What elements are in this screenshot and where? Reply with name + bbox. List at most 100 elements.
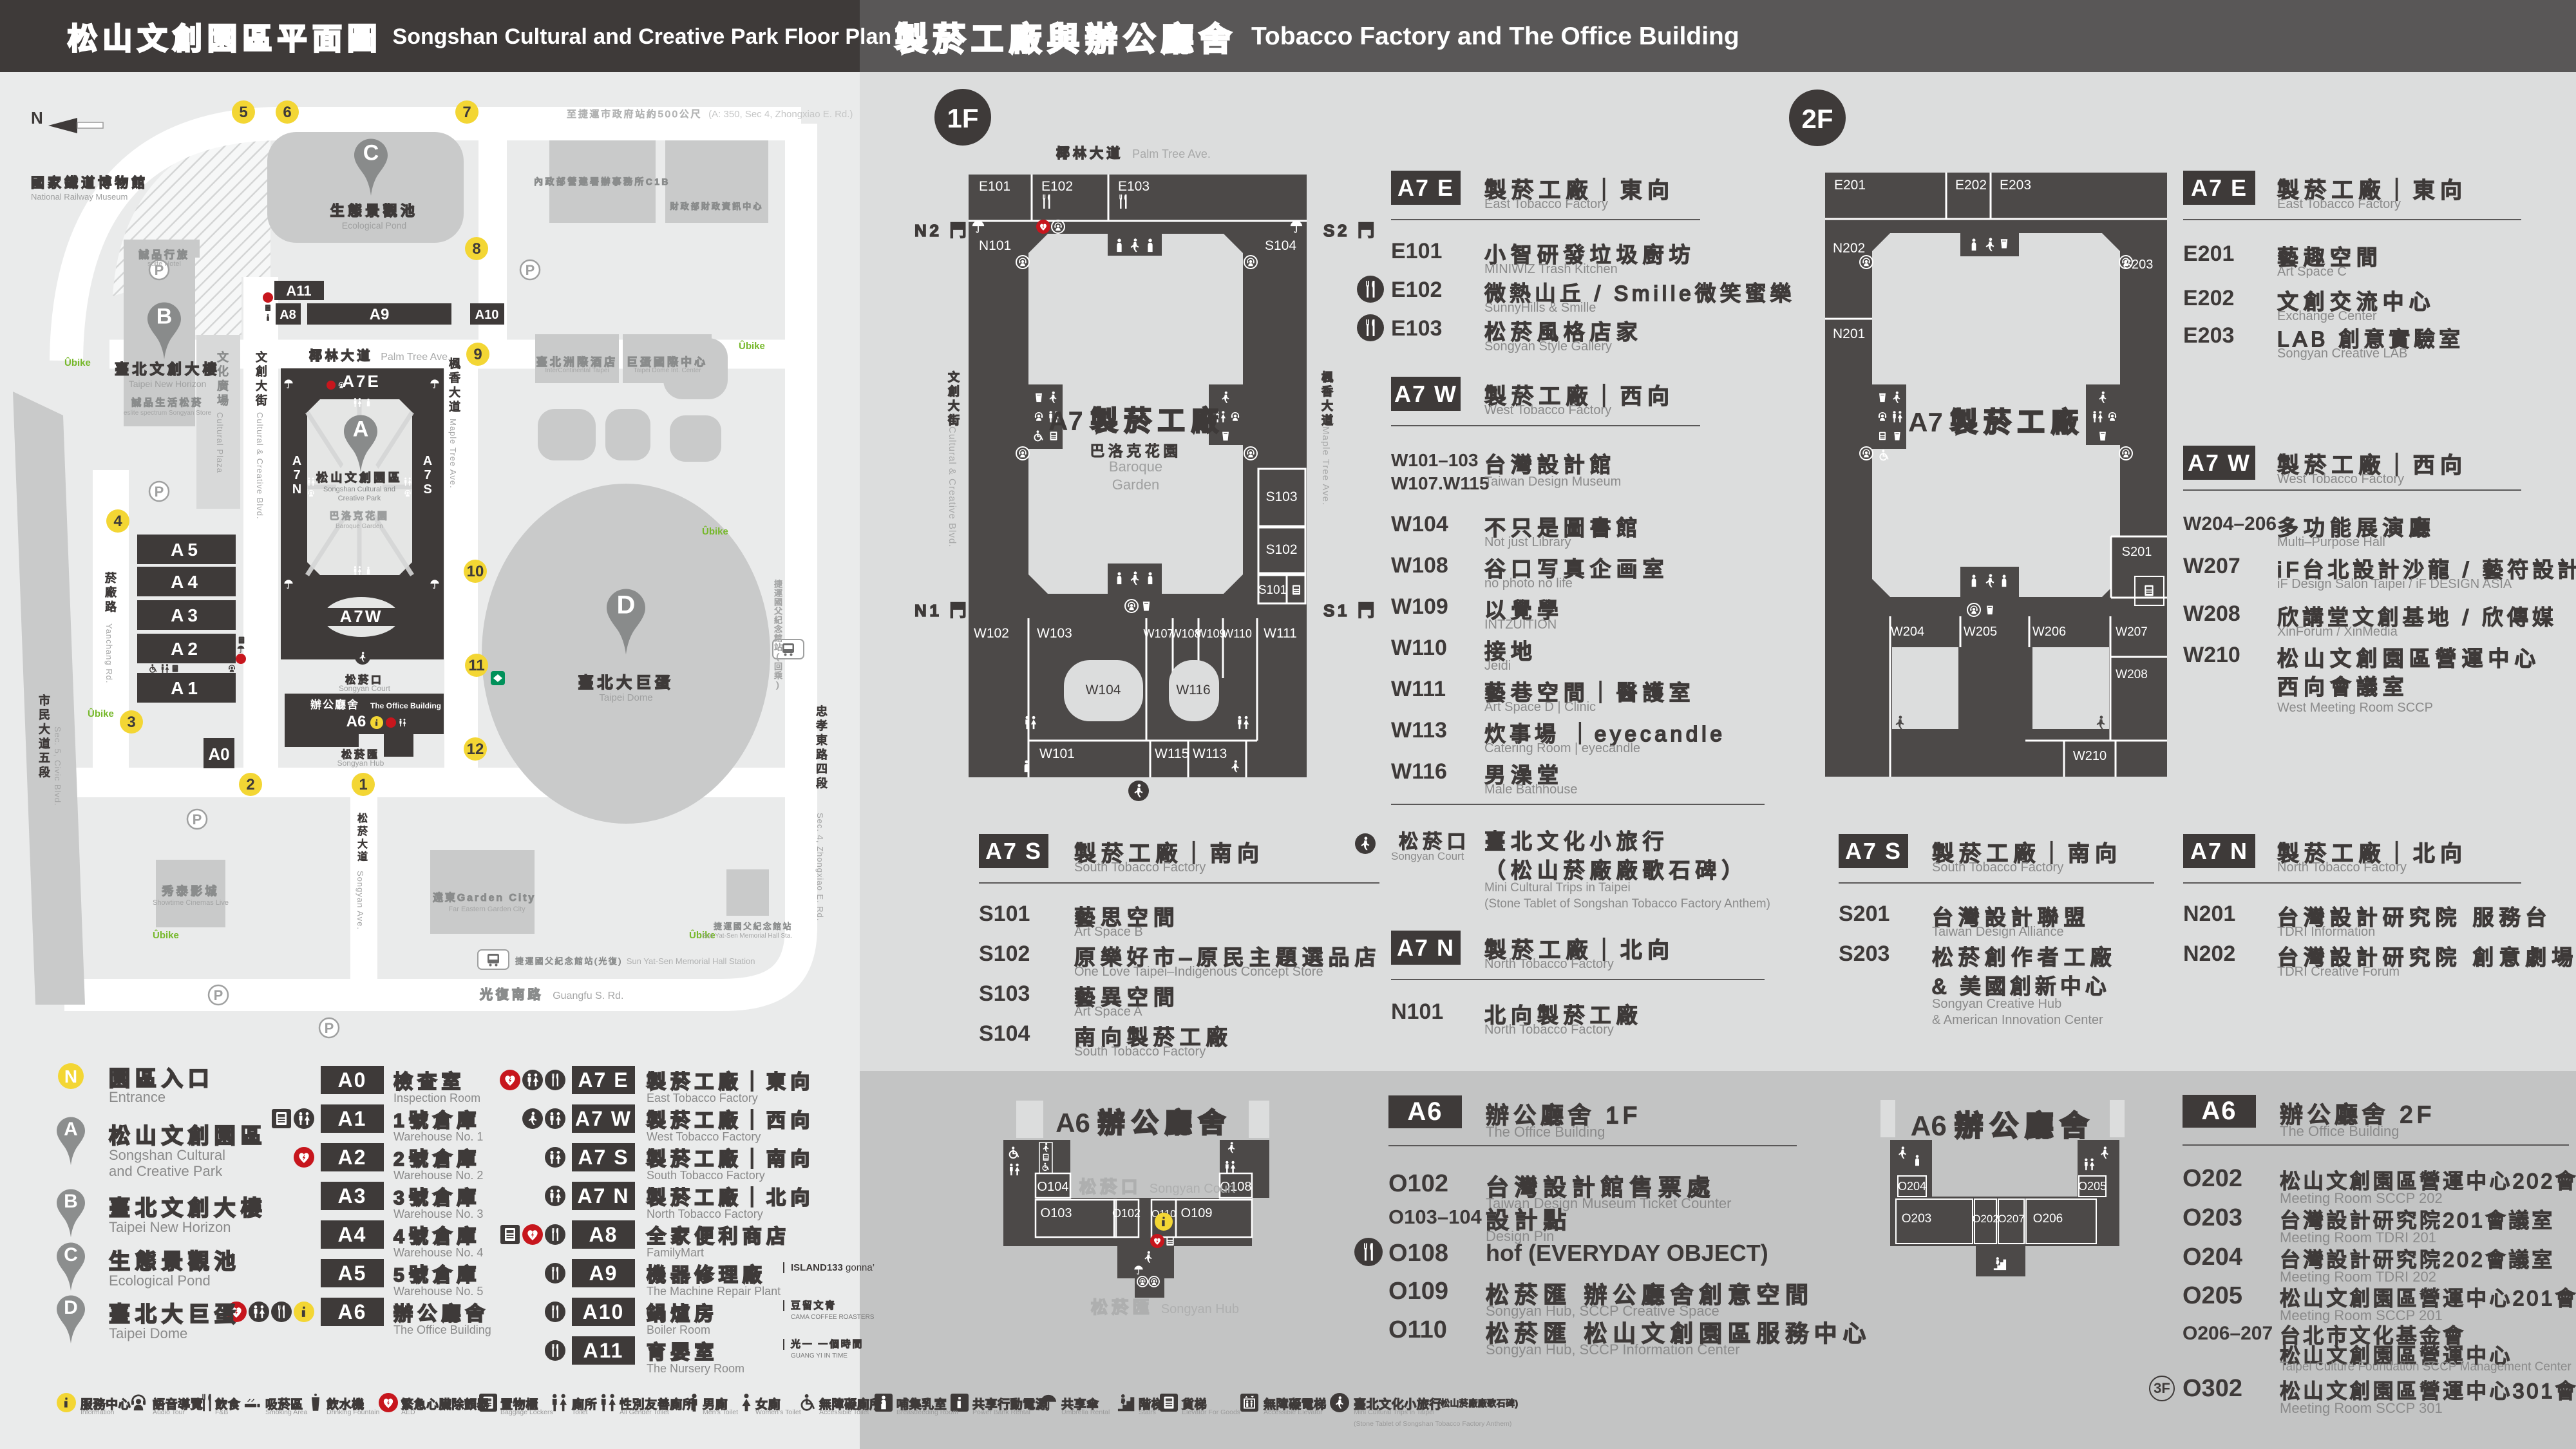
svg-text:O108: O108 (1220, 1180, 1252, 1194)
svg-text:W108: W108 (1170, 627, 1200, 640)
svg-text:D: D (617, 591, 636, 620)
svg-text:O207: O207 (1998, 1213, 2025, 1225)
svg-text:E203: E203 (2000, 178, 2031, 193)
svg-text:O109: O109 (1181, 1206, 1213, 1220)
svg-text:W107: W107 (1143, 627, 1173, 640)
svg-text:E103: E103 (1118, 179, 1150, 194)
svg-text:O103: O103 (1041, 1206, 1072, 1220)
svg-text:A: A (353, 417, 369, 442)
svg-text:O204: O204 (1898, 1180, 1926, 1193)
svg-text:A1: A1 (171, 678, 202, 698)
svg-text:W206: W206 (2032, 625, 2066, 639)
svg-text:N: N (64, 1066, 77, 1086)
svg-text:O206: O206 (2033, 1212, 2063, 1226)
svg-text:7: 7 (293, 468, 300, 482)
svg-text:12: 12 (467, 741, 484, 758)
svg-text:C: C (64, 1244, 78, 1265)
svg-text:Ûbike: Ûbike (739, 340, 765, 352)
svg-text:S203: S203 (2123, 258, 2154, 272)
svg-text:B: B (156, 304, 173, 328)
svg-text:W116: W116 (1176, 683, 1210, 697)
svg-text:A0: A0 (208, 744, 229, 764)
svg-text:Ûbike: Ûbike (702, 526, 728, 537)
svg-text:A2: A2 (171, 639, 202, 659)
svg-text:1F: 1F (947, 103, 978, 133)
svg-text:P: P (526, 262, 535, 278)
svg-text:C: C (363, 140, 379, 165)
svg-text:Ûbike: Ûbike (64, 357, 91, 368)
svg-text:W210: W210 (2073, 749, 2107, 763)
svg-text:A7E: A7E (342, 372, 381, 391)
svg-text:A10: A10 (475, 308, 499, 322)
svg-text:N: N (292, 482, 301, 497)
svg-text:W111: W111 (1264, 626, 1297, 641)
svg-text:P: P (325, 1020, 334, 1036)
svg-text:O205: O205 (2078, 1180, 2107, 1193)
svg-text:P: P (214, 987, 223, 1003)
svg-text:W109: W109 (1195, 627, 1226, 640)
svg-text:A4: A4 (171, 572, 202, 592)
svg-text:11: 11 (468, 657, 484, 674)
svg-text:A5: A5 (171, 540, 202, 560)
svg-text:A: A (423, 454, 432, 468)
svg-text:Ûbike: Ûbike (153, 929, 179, 941)
svg-text:W208: W208 (2116, 668, 2148, 681)
svg-text:2: 2 (246, 776, 254, 793)
svg-text:O104: O104 (1037, 1180, 1069, 1194)
svg-text:8: 8 (472, 240, 480, 258)
svg-text:N202: N202 (1833, 241, 1865, 256)
svg-text:D: D (64, 1297, 78, 1318)
svg-text:B: B (64, 1191, 78, 1212)
svg-text:The Office Building: The Office Building (370, 701, 441, 710)
svg-text:A9: A9 (370, 306, 390, 323)
svg-text:P: P (155, 484, 164, 500)
svg-text:O203: O203 (1902, 1212, 1931, 1226)
svg-text:A: A (292, 454, 301, 468)
svg-text:P: P (193, 811, 202, 828)
svg-text:A11: A11 (286, 283, 311, 299)
svg-text:E101: E101 (979, 179, 1010, 194)
svg-text:S104: S104 (1265, 238, 1296, 253)
svg-text:Ûbike: Ûbike (689, 929, 715, 941)
svg-text:6: 6 (283, 104, 291, 121)
svg-text:O202: O202 (1972, 1213, 1999, 1225)
svg-text:S: S (423, 482, 431, 497)
svg-text:W113: W113 (1193, 746, 1227, 761)
svg-text:10: 10 (467, 563, 484, 580)
svg-text:7: 7 (462, 104, 471, 121)
svg-text:O102: O102 (1112, 1207, 1141, 1220)
svg-text:E201: E201 (1834, 178, 1866, 193)
svg-text:3: 3 (127, 714, 135, 731)
svg-text:W205: W205 (1964, 625, 1997, 639)
svg-text:P: P (155, 262, 164, 278)
svg-text:1: 1 (359, 776, 367, 793)
svg-text:A6: A6 (346, 713, 366, 730)
svg-text:W102: W102 (974, 626, 1009, 641)
svg-text:7: 7 (424, 468, 431, 482)
svg-text:4: 4 (113, 513, 122, 530)
svg-text:9: 9 (473, 346, 482, 363)
svg-text:N201: N201 (1833, 327, 1865, 341)
svg-text:W110: W110 (1222, 627, 1252, 640)
svg-text:2F: 2F (1801, 104, 1833, 134)
svg-text:辦公廳舍: 辦公廳舍 (310, 698, 359, 711)
svg-text:S103: S103 (1265, 489, 1297, 504)
svg-text:A7W: A7W (340, 607, 383, 626)
svg-text:W104: W104 (1086, 683, 1121, 697)
svg-text:Ûbike: Ûbike (88, 708, 114, 719)
svg-text:W103: W103 (1037, 626, 1072, 641)
svg-text:W101: W101 (1039, 746, 1075, 761)
svg-text:W115: W115 (1155, 746, 1189, 761)
svg-text:5: 5 (239, 104, 247, 121)
svg-text:W204: W204 (1891, 625, 1924, 639)
svg-text:E102: E102 (1041, 179, 1073, 194)
svg-text:N101: N101 (979, 238, 1011, 253)
svg-text:E202: E202 (1955, 178, 1987, 193)
svg-text:A3: A3 (171, 605, 202, 625)
svg-text:S201: S201 (2122, 545, 2152, 559)
svg-text:A8: A8 (279, 308, 296, 322)
svg-text:A: A (64, 1119, 78, 1140)
svg-text:W207: W207 (2116, 625, 2148, 639)
svg-text:S101: S101 (1258, 583, 1287, 597)
svg-text:S102: S102 (1265, 542, 1297, 557)
